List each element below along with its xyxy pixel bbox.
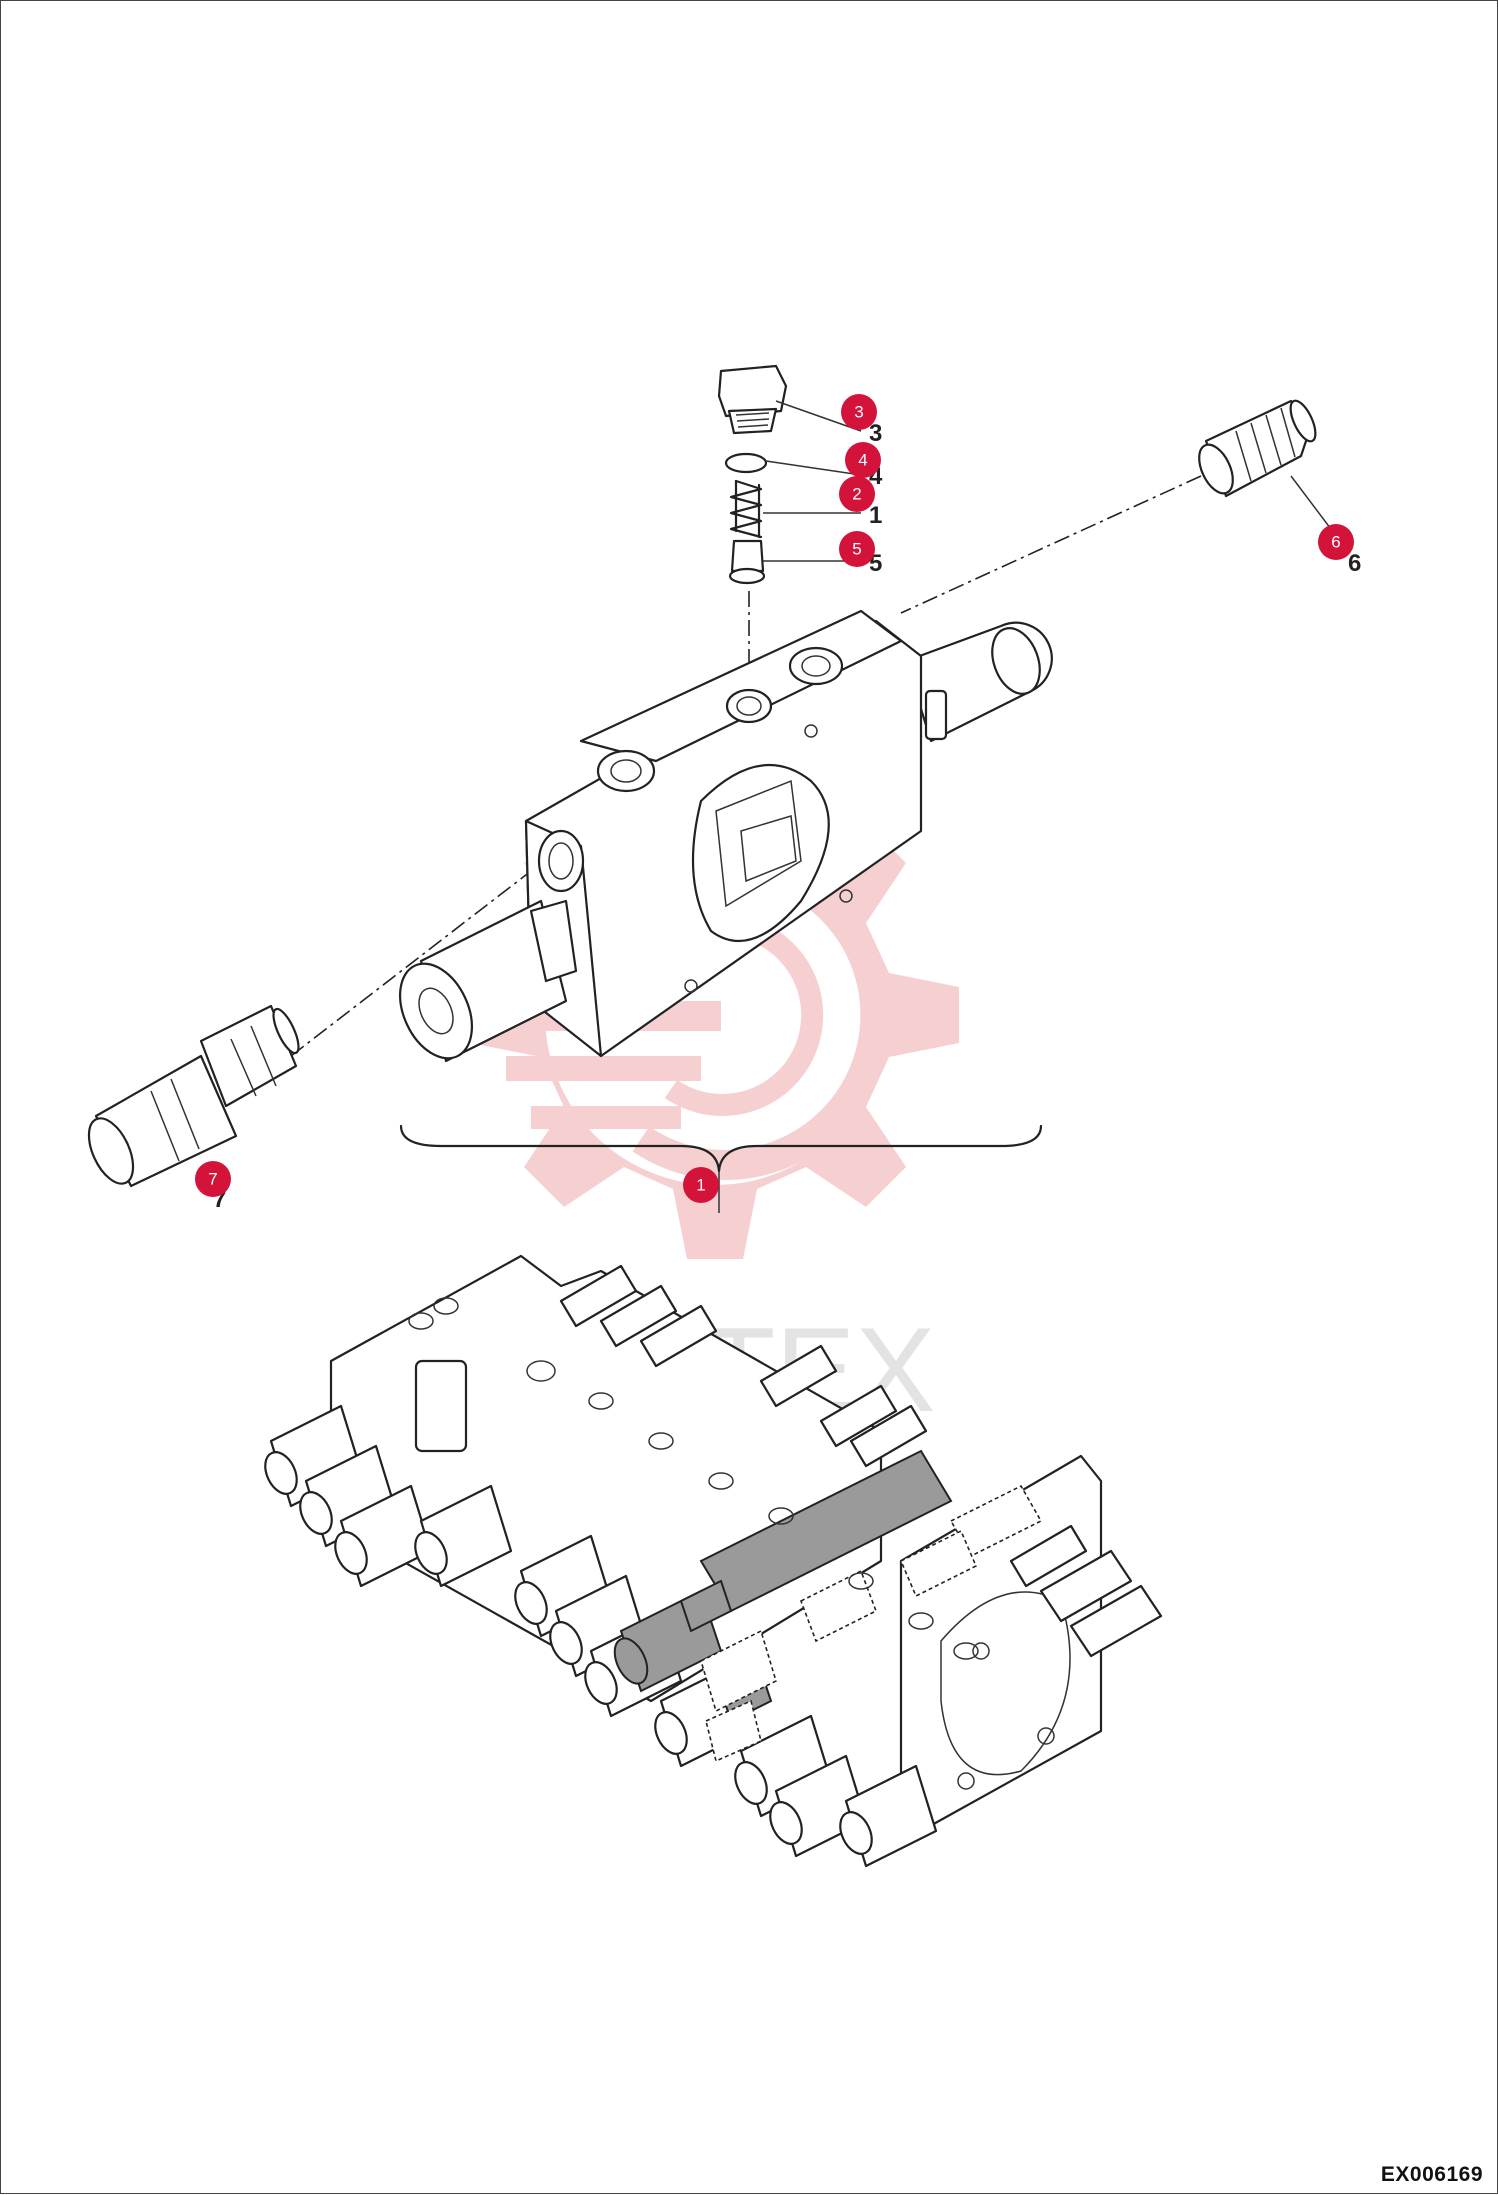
callout-3-label: 3 [854,403,863,422]
callout-6[interactable]: 6 [1318,524,1354,560]
callout-2[interactable]: 2 [839,476,875,512]
part-number-6: 6 [1348,550,1361,577]
callout-4[interactable]: 4 [845,442,881,478]
part-relief-valve-left [87,1004,300,1188]
callout-5-label: 5 [852,540,861,559]
callout-7[interactable]: 7 [195,1161,231,1197]
overview-relief-valves [559,1264,1163,1658]
valve-section-body [399,609,1053,1063]
part-spring [729,479,763,539]
callout-4-label: 4 [858,451,867,470]
drawing-code: EX006169 [1380,2163,1483,2186]
part-o-ring [724,452,768,474]
part-number-2: 1 [869,502,882,529]
part-relief-valve-right [1198,399,1317,498]
part-number-3: 3 [869,420,882,447]
part-poppet [728,539,766,585]
overview-spools [264,1404,938,1868]
overview-valve-stack [264,1254,1163,1868]
overview-ports [408,1297,979,1660]
callout-2-label: 2 [852,485,861,504]
part-number-labels: 3 4 1 5 6 7 [213,420,1361,1213]
part-plug [717,364,788,435]
callout-1[interactable]: 1 [683,1167,719,1203]
callout-5[interactable]: 5 [839,531,875,567]
callout-7-label: 7 [208,1170,217,1189]
callout-6-label: 6 [1331,533,1340,552]
callout-badges: 3 4 2 5 6 7 1 [195,394,1354,1203]
callout-3[interactable]: 3 [841,394,877,430]
callout-1-label: 1 [696,1176,705,1195]
